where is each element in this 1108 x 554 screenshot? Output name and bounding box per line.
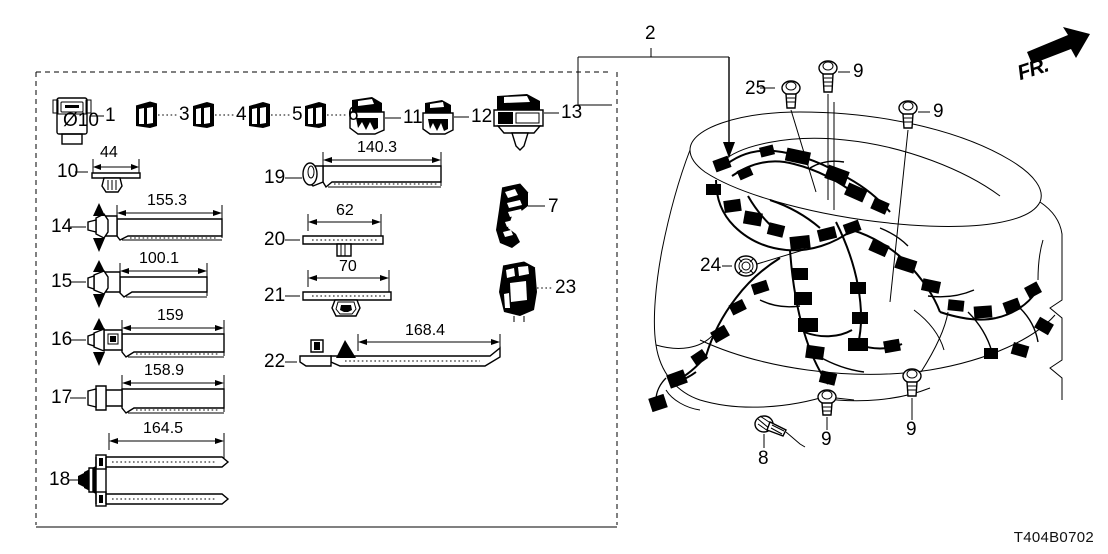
part-5-clip <box>249 102 270 128</box>
callout-3-label: 3 <box>179 104 190 125</box>
svg-text:Ø10: Ø10 <box>63 110 99 131</box>
front-direction-arrow <box>1027 27 1090 64</box>
callout-6-label: 6 <box>348 104 359 125</box>
part-15-band-clip <box>87 260 208 308</box>
fastener-24-nut <box>734 255 758 277</box>
callout-2-label: 2 <box>645 23 656 44</box>
harness-connector-blocks <box>666 144 1054 389</box>
part-20-band-clip <box>302 214 384 257</box>
leader-8-ext <box>785 431 806 448</box>
dimension-22: 168.4 <box>405 322 446 339</box>
wire-harness-assembly <box>648 144 1054 413</box>
fastener-25-bolt <box>781 80 801 109</box>
part-13-clip-connector-large <box>493 94 544 151</box>
part-14-band-clip <box>87 203 223 252</box>
callout-2-leader <box>577 48 735 158</box>
dimension-21: 70 <box>339 258 357 275</box>
callout-11-label: 11 <box>403 107 423 128</box>
part-18-double-band-clip <box>78 433 230 507</box>
fastener-8-screw <box>754 415 787 437</box>
part-12-clip-connector <box>422 100 454 135</box>
callout-9-lower-right-label: 9 <box>906 419 917 440</box>
part-3-clip <box>135 101 158 128</box>
part-1-grommet: Ø10 <box>52 97 99 145</box>
part-4-clip <box>193 102 214 128</box>
part-22-band-clip <box>299 334 501 367</box>
part-17-band-clip <box>87 375 225 414</box>
callout-22-label: 22 <box>264 351 286 372</box>
left-panel-border <box>35 71 618 528</box>
callout-9-upper-center-label: 9 <box>853 61 864 82</box>
leader-9-ur-ext <box>889 129 909 303</box>
dimension-14: 155.3 <box>147 192 188 209</box>
callout-19-label: 19 <box>264 167 286 188</box>
callout-20-label: 20 <box>264 229 286 250</box>
callout-5-label: 5 <box>292 104 303 125</box>
dimension-10: 44 <box>100 144 118 161</box>
dimension-18: 164.5 <box>143 420 184 437</box>
callout-14-label: 14 <box>51 216 73 237</box>
part-21-band-clip <box>302 270 392 317</box>
fastener-9-lower-center <box>817 389 837 416</box>
callout-10-label: 10 <box>57 161 79 182</box>
callout-16-label: 16 <box>51 329 73 350</box>
callout-4-label: 4 <box>236 104 247 125</box>
fastener-9-upper-center <box>818 60 838 93</box>
callout-1-label: 1 <box>105 105 116 126</box>
callout-7-label: 7 <box>548 196 559 217</box>
callout-23-label: 23 <box>555 277 577 298</box>
leader-9-uc-ext <box>827 94 835 210</box>
leader-9-lc-ext <box>835 397 855 401</box>
callout-21-label: 21 <box>264 285 286 306</box>
callout-8-label: 8 <box>758 448 769 469</box>
callout-25-label: 25 <box>745 78 767 99</box>
leader-25-ext <box>790 109 817 193</box>
callout-18-label: 18 <box>49 469 71 490</box>
callout-9-lower-center-label: 9 <box>821 429 832 450</box>
callout-17-label: 17 <box>51 387 73 408</box>
part-7-connector-holder <box>496 183 529 248</box>
dimension-15: 100.1 <box>139 250 180 267</box>
fastener-9-upper-right <box>898 100 918 129</box>
dimension-16: 159 <box>157 307 184 324</box>
leader-24-ext <box>756 247 811 265</box>
dimension-19: 140.3 <box>357 139 398 156</box>
part-19-band-clip <box>302 152 442 189</box>
callout-13-label: 13 <box>561 102 583 123</box>
callout-9-upper-right-label: 9 <box>933 101 944 122</box>
leader-9-lr-ext <box>920 311 949 373</box>
dimension-17: 158.9 <box>144 362 185 379</box>
callout-12-label: 12 <box>471 106 493 127</box>
part-16-band-clip <box>87 318 225 366</box>
part-11-clip-connector <box>349 97 385 135</box>
part-10-band-clip <box>91 159 141 193</box>
drawing-part-number: T404B0702 <box>1013 529 1094 546</box>
part-6-clip <box>305 102 326 128</box>
callout-15-label: 15 <box>51 271 73 292</box>
part-23-connector-holder <box>499 261 537 322</box>
callout-24-label: 24 <box>700 255 722 276</box>
fastener-9-lower-right <box>902 368 922 397</box>
dimension-20: 62 <box>336 202 354 219</box>
